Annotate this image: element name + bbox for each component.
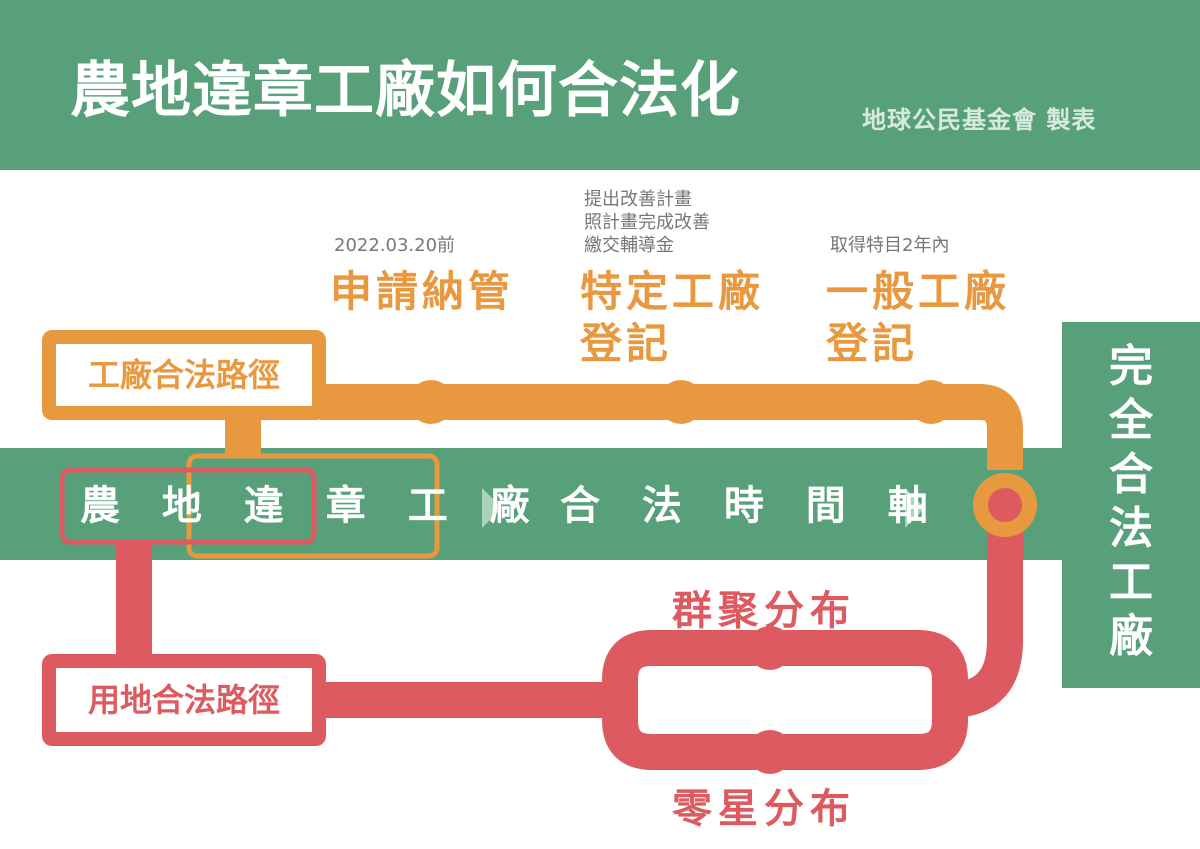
stage-2-note: 提出改善計畫 照計畫完成改善 繳交輔導金 (584, 189, 710, 256)
junction-node-inner (988, 488, 1022, 522)
illegal-highlight-box (186, 453, 440, 559)
header-banner (0, 0, 1200, 170)
timeline-arrow-2 (905, 488, 925, 528)
credit-text: 地球公民基金會 製表 (862, 106, 1097, 134)
stage-1-title: 申請納管 (330, 267, 515, 316)
timeline-left-text: 農 地 違 章 工 廠 (80, 483, 544, 529)
cluster-node (748, 626, 792, 670)
page-title: 農地違章工廠如何合法化 (70, 56, 741, 126)
farmland-highlight-box (59, 467, 317, 545)
stage-node-3 (909, 380, 953, 424)
stage-node-1 (409, 380, 453, 424)
timeline-mid-text: 合 法 時 間 軸 (560, 483, 942, 529)
factory-path-line (320, 384, 1023, 470)
timeline-arrow-1 (482, 488, 502, 528)
scattered-node (748, 730, 792, 774)
destination-label: 完 全 合 法 工 廠 (1109, 341, 1153, 662)
scattered-distribution-label: 零星分布 (672, 786, 856, 832)
land-path-label: 用地合法路徑 (42, 654, 326, 746)
stage-3-title: 一般工廠 登記 (826, 267, 1011, 368)
stage-1-note: 2022.03.20前 (334, 235, 456, 256)
stage-3-note: 取得特目2年內 (830, 235, 950, 256)
stage-2-title: 特定工廠 登記 (580, 267, 765, 368)
stage-node-2 (659, 380, 703, 424)
land-path-merge-line (949, 505, 1023, 718)
cluster-distribution-label: 群聚分布 (672, 588, 856, 634)
destination-panel (1062, 322, 1200, 688)
factory-path-label: 工廠合法路徑 (42, 330, 326, 420)
